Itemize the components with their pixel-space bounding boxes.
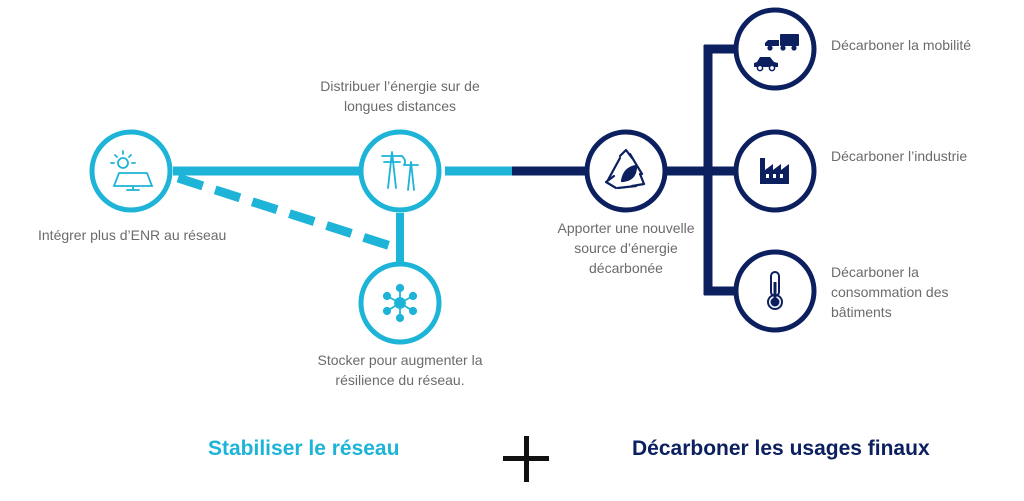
thermometer-icon [767,271,783,310]
mobility-node [733,7,817,91]
industry-label: Décarboner l’industrie [831,146,1011,166]
buildings-label: Décarboner la consommation des bâtiments [831,262,1011,322]
mobility-label-text: Décarboner la mobilité [831,37,972,53]
industry-node [733,129,817,213]
recycle-leaf-icon [604,148,646,190]
decarbonized-source-label-line3: décarbonée [589,260,663,276]
storage-label: Stocker pour augmenter la résilience du … [296,350,504,390]
plus-vertical-bar [524,436,529,482]
storage-label-line1: Stocker pour augmenter la [317,352,483,368]
distribution-label-line1: Distribuer l’énergie sur de [320,78,480,94]
renewables-node [89,129,173,213]
distribution-node [358,129,442,213]
decarbonized-source-node [584,129,668,213]
footer-stabilize-grid: Stabiliser le réseau [208,437,400,460]
storage-label-line2: résilience du réseau. [335,372,465,388]
renewables-label: Intégrer plus d’ENR au réseau [38,225,268,245]
solar-panel-icon [110,150,154,191]
truck-car-icon [754,34,799,72]
buildings-label-line3: bâtiments [831,304,892,320]
factory-icon [760,158,789,184]
plus-sign [503,436,549,482]
footer-decarbonize-end-uses: Décarboner les usages finaux [632,437,930,460]
renewables-label-text: Intégrer plus d’ENR au réseau [38,227,227,243]
distribution-label: Distribuer l’énergie sur de longues dist… [298,76,502,116]
storage-node [358,261,442,345]
buildings-label-line1: Décarboner la [831,264,919,280]
network-hub-icon [382,283,418,323]
decarbonized-source-label-line1: Apporter une nouvelle [557,220,695,236]
mobility-label: Décarboner la mobilité [831,35,1011,55]
industry-label-text: Décarboner l’industrie [831,148,968,164]
decarbonized-source-label-line2: source d’énergie [574,240,678,256]
buildings-label-line2: consommation des [831,284,949,300]
distribution-label-line2: longues distances [343,98,457,114]
power-pylon-icon [381,151,419,191]
decarbonized-source-label: Apporter une nouvelle source d’énergie d… [526,218,726,278]
buildings-node [733,249,817,333]
